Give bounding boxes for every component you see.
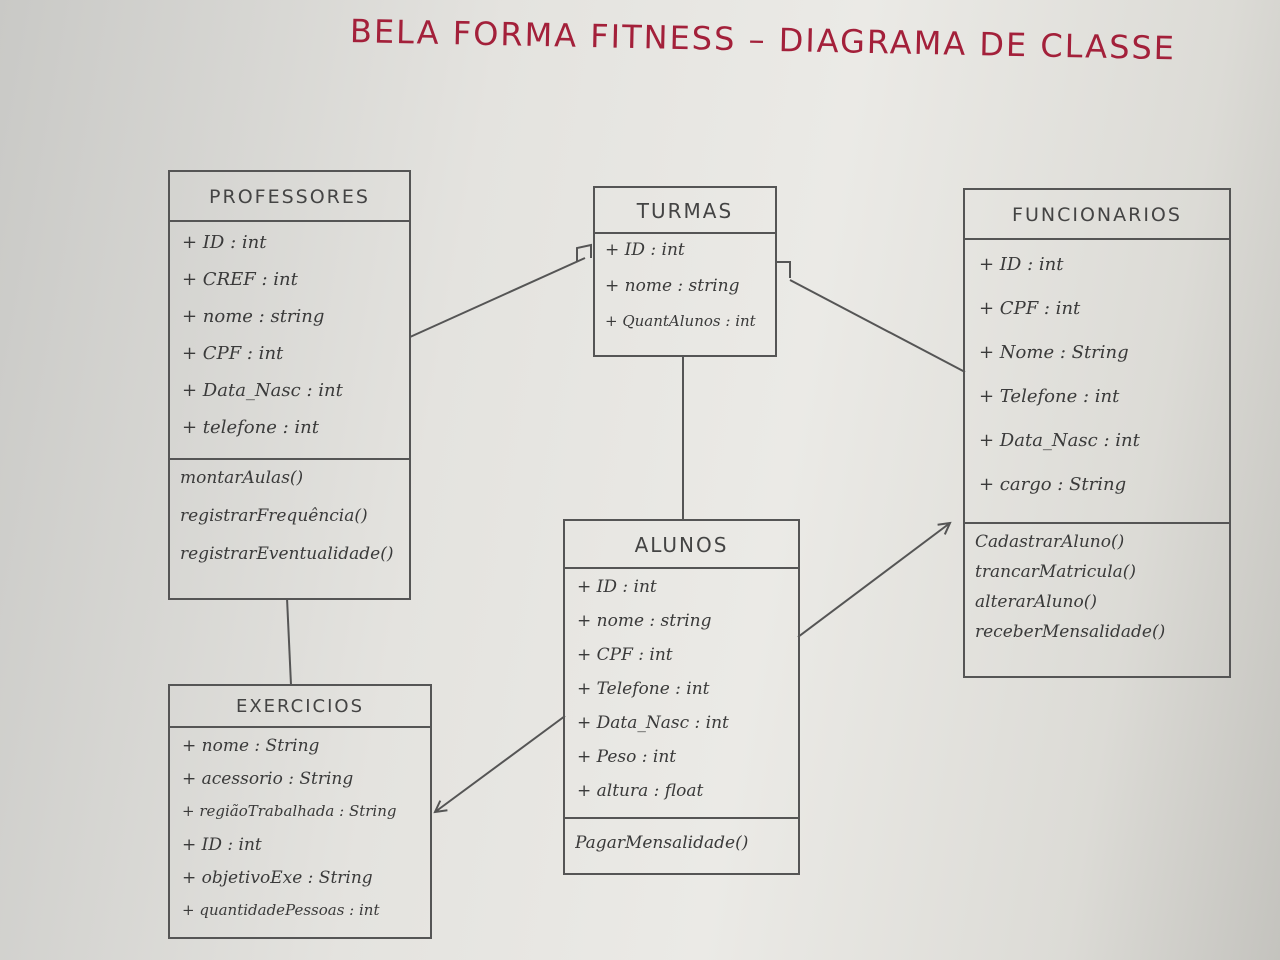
attribute: + Data_Nasc : int (979, 430, 1140, 451)
attribute: + Telefone : int (979, 386, 1120, 407)
edge-alunos-funcionarios (797, 523, 950, 638)
class-name: PROFESSORES (170, 172, 409, 222)
attribute: + nome : string (577, 611, 712, 631)
operation: PagarMensalidade() (575, 833, 749, 853)
attribute: + ID : int (979, 254, 1064, 275)
operation: montarAulas() (180, 468, 304, 488)
operation: registrarEventualidade() (180, 544, 394, 564)
attribute: + acessorio : String (182, 769, 354, 789)
attribute: + CPF : int (182, 343, 284, 364)
attribute: + nome : string (605, 276, 740, 296)
class-name: FUNCIONARIOS (965, 190, 1229, 240)
operation: CadastrarAluno() (975, 532, 1125, 552)
attribute: + altura : float (577, 781, 704, 801)
operation-list: PagarMensalidade() (565, 817, 798, 863)
attribute: + CPF : int (979, 298, 1081, 319)
attribute: + ID : int (182, 835, 262, 855)
attribute: + Data_Nasc : int (182, 380, 343, 401)
attribute: + Telefone : int (577, 679, 710, 699)
attribute: + ID : int (182, 232, 267, 253)
edge-professores-turmas (409, 257, 586, 338)
edge-turmas-funcionarios (789, 279, 966, 373)
aggregation-marker-turmas-left (576, 243, 592, 262)
attribute: + nome : String (182, 736, 320, 756)
attribute: + Nome : String (979, 342, 1129, 363)
attribute-list: + ID : int + CPF : int + Nome : String +… (965, 240, 1229, 522)
attribute-list: + nome : String + acessorio : String + r… (170, 728, 430, 934)
attribute: + ID : int (605, 240, 685, 260)
class-name: ALUNOS (565, 521, 798, 569)
attribute-list: + ID : int + nome : string + CPF : int +… (565, 569, 798, 817)
operation: alterarAluno() (975, 592, 1097, 612)
class-turmas: TURMAS + ID : int + nome : string + Quan… (593, 186, 777, 357)
operation-list: montarAulas() registrarFrequência() regi… (170, 458, 409, 582)
attribute: + Peso : int (577, 747, 677, 767)
attribute: + QuantAlunos : int (605, 312, 756, 330)
class-alunos: ALUNOS + ID : int + nome : string + CPF … (563, 519, 800, 875)
attribute-list: + ID : int + nome : string + QuantAlunos… (595, 234, 775, 348)
attribute: + regiãoTrabalhada : String (182, 802, 397, 820)
edge-professores-exercicios (286, 597, 292, 686)
attribute: + quantidadePessoas : int (182, 901, 380, 919)
attribute: + Data_Nasc : int (577, 713, 729, 733)
attribute-list: + ID : int + CREF : int + nome : string … (170, 222, 409, 458)
attribute: + CPF : int (577, 645, 673, 665)
operation: trancarMatricula() (975, 562, 1137, 582)
class-professores: PROFESSORES + ID : int + CREF : int + no… (168, 170, 411, 600)
aggregation-marker-turmas-right (776, 261, 791, 278)
operation: registrarFrequência() (180, 506, 368, 526)
attribute: + CREF : int (182, 269, 298, 290)
attribute: + nome : string (182, 306, 325, 327)
attribute: + ID : int (577, 577, 657, 597)
class-name: EXERCICIOS (170, 686, 430, 728)
attribute: + telefone : int (182, 417, 319, 438)
operation: receberMensalidade() (975, 622, 1166, 642)
class-funcionarios: FUNCIONARIOS + ID : int + CPF : int + No… (963, 188, 1231, 678)
attribute: + cargo : String (979, 474, 1127, 495)
attribute: + objetivoExe : String (182, 868, 373, 888)
class-name: TURMAS (595, 188, 775, 234)
edge-alunos-exercicios (435, 715, 566, 812)
operation-list: CadastrarAluno() trancarMatricula() alte… (965, 522, 1229, 652)
class-exercicios: EXERCICIOS + nome : String + acessorio :… (168, 684, 432, 939)
